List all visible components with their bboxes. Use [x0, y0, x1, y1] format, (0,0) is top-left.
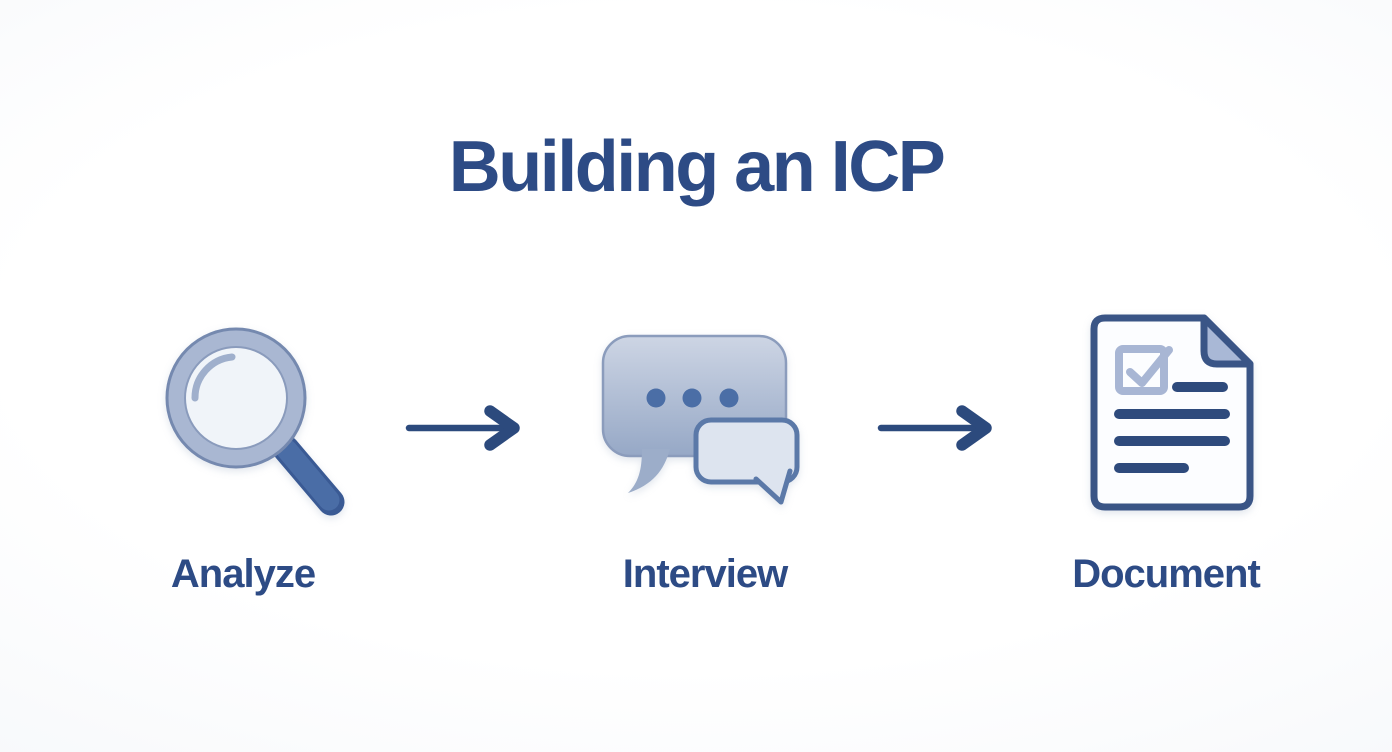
arrow-analyze-to-interview-icon: [405, 405, 520, 451]
magnifier-handle: [276, 439, 340, 511]
arrow-head: [484, 405, 520, 451]
small-chat-bubble: [693, 417, 800, 485]
step-label-interview: Interview: [622, 552, 788, 596]
document-fold: [1200, 314, 1254, 368]
step-label-document: Document: [1072, 552, 1261, 596]
chat-bubbles-icon: [601, 334, 800, 505]
arrow-interview-to-document-icon: [877, 405, 992, 451]
chat-dot: [682, 388, 702, 408]
small-chat-bubble-tail: [753, 468, 793, 505]
chat-dot: [646, 388, 666, 408]
chat-dot: [719, 388, 739, 408]
document-checklist-icon: [1090, 314, 1254, 511]
step-label-analyze: Analyze: [170, 552, 316, 596]
document-checkbox: [1115, 345, 1168, 395]
arrow-head: [956, 405, 992, 451]
magnifier-icon: [165, 327, 345, 516]
large-chat-bubble-tail: [628, 449, 670, 493]
document-checkmark: [1126, 346, 1173, 387]
magnifier-glass: [184, 346, 288, 450]
page-title: Building an ICP: [448, 127, 946, 207]
magnifier-glass-highlight: [191, 353, 236, 402]
